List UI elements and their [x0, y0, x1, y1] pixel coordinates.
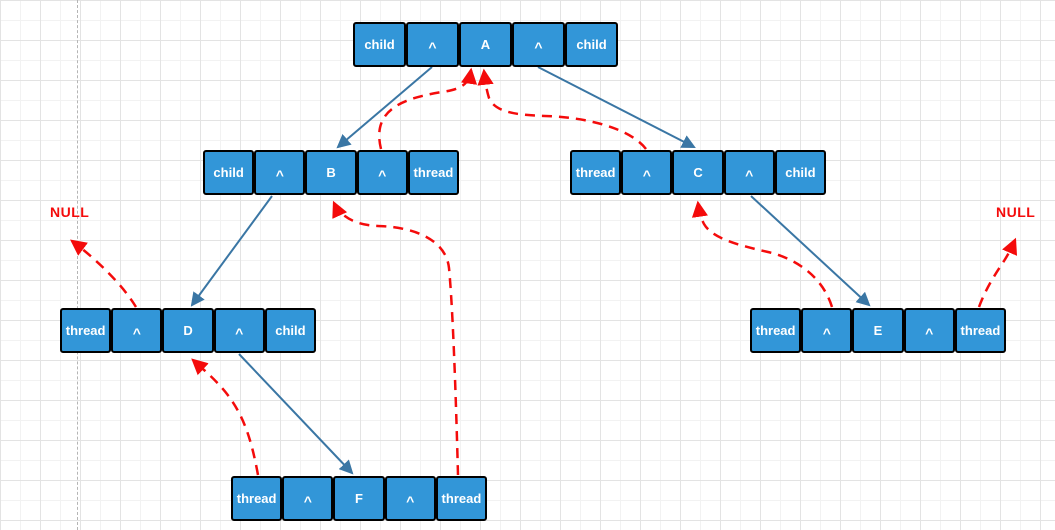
- tree-node-E[interactable]: thread ^ E ^ thread: [750, 308, 1007, 353]
- node-D-cell-1-label: ^: [132, 324, 141, 341]
- tree-node-B[interactable]: child ^ B ^ thread: [203, 150, 460, 195]
- tree-node-A[interactable]: child ^ A ^ child: [353, 22, 618, 67]
- node-D-cell-0: thread: [60, 308, 112, 353]
- edge-E-right-thread-to-NULL-right: [977, 237, 1018, 308]
- node-A-cell-2-label: A: [480, 37, 491, 52]
- node-E-cell-4: thread: [954, 308, 1007, 353]
- node-C-cell-3-label: ^: [745, 166, 754, 183]
- node-B-cell-4: thread: [407, 150, 460, 195]
- node-F-cell-2-label: F: [355, 491, 363, 506]
- node-D-cell-1: ^: [111, 308, 163, 353]
- node-A-cell-3: ^: [512, 22, 565, 67]
- node-D-cell-2: D: [162, 308, 214, 353]
- edge-B-left-child-to-D: [190, 195, 273, 307]
- edge-C-right-child-to-E: [750, 195, 871, 307]
- node-E-cell-0-label: thread: [755, 323, 796, 338]
- node-B-cell-4-label: thread: [413, 165, 454, 180]
- node-B-cell-3: ^: [356, 150, 408, 195]
- null-label-right: NULL: [996, 204, 1036, 220]
- node-F-cell-1: ^: [282, 476, 334, 521]
- node-B-cell-0: child: [203, 150, 255, 195]
- node-A-cell-4-label: child: [576, 37, 607, 52]
- node-A-cell-0-label: child: [364, 37, 395, 52]
- node-C-cell-2-label: C: [693, 165, 703, 180]
- node-A-cell-3-label: ^: [534, 38, 543, 55]
- node-A-cell-1: ^: [406, 22, 459, 67]
- node-A-cell-2: A: [459, 22, 512, 67]
- edge-B-right-thread-to-A: [378, 67, 478, 150]
- node-D-cell-3: ^: [213, 308, 265, 353]
- node-E-cell-3: ^: [903, 308, 955, 353]
- edge-F-right-thread-to-B: [332, 200, 460, 476]
- edge-D-right-child-to-F: [238, 353, 354, 475]
- node-E-cell-0: thread: [750, 308, 802, 353]
- node-B-cell-1: ^: [254, 150, 306, 195]
- edge-A-right-child-to-C: [537, 66, 696, 148]
- node-A-cell-1-label: ^: [428, 38, 437, 55]
- edge-A-left-child-to-B: [336, 66, 433, 149]
- node-B-cell-2-label: B: [326, 165, 336, 180]
- node-F-cell-3: ^: [384, 476, 436, 521]
- node-C-cell-0: thread: [570, 150, 622, 195]
- node-E-cell-1: ^: [801, 308, 853, 353]
- tree-node-F[interactable]: thread ^ F ^ thread: [231, 476, 488, 521]
- edge-C-left-thread-to-A: [477, 68, 647, 150]
- node-F-cell-1-label: ^: [303, 492, 312, 509]
- node-E-cell-2-label: E: [873, 323, 883, 338]
- node-F-cell-4: thread: [435, 476, 488, 521]
- node-F-cell-0-label: thread: [236, 491, 277, 506]
- node-C-cell-0-label: thread: [575, 165, 616, 180]
- page-boundary-line: [77, 0, 78, 530]
- edge-F-left-thread-to-D: [191, 358, 260, 476]
- node-D-cell-2-label: D: [183, 323, 193, 338]
- node-A-cell-4: child: [565, 22, 618, 67]
- node-E-cell-3-label: ^: [925, 324, 934, 341]
- node-C-cell-1: ^: [621, 150, 673, 195]
- node-F-cell-4-label: thread: [441, 491, 482, 506]
- null-label-left: NULL: [50, 204, 90, 220]
- tree-node-C[interactable]: thread ^ C ^ child: [570, 150, 827, 195]
- node-E-cell-1-label: ^: [822, 324, 831, 341]
- tree-node-D[interactable]: thread ^ D ^ child: [60, 308, 317, 353]
- edge-D-left-thread-to-NULL-left: [70, 239, 138, 308]
- node-B-cell-3-label: ^: [378, 166, 387, 183]
- node-B-cell-0-label: child: [213, 165, 244, 180]
- node-F-cell-0: thread: [231, 476, 283, 521]
- edge-E-left-thread-to-C: [691, 200, 834, 308]
- node-B-cell-1-label: ^: [275, 166, 284, 183]
- node-C-cell-1-label: ^: [642, 166, 651, 183]
- node-A-cell-0: child: [353, 22, 406, 67]
- node-C-cell-4: child: [774, 150, 827, 195]
- node-D-cell-3-label: ^: [235, 324, 244, 341]
- node-B-cell-2: B: [305, 150, 357, 195]
- node-D-cell-4-label: child: [275, 323, 306, 338]
- node-F-cell-2: F: [333, 476, 385, 521]
- node-D-cell-0-label: thread: [65, 323, 106, 338]
- node-C-cell-2: C: [672, 150, 724, 195]
- node-F-cell-3-label: ^: [406, 492, 415, 509]
- node-E-cell-4-label: thread: [960, 323, 1001, 338]
- node-C-cell-3: ^: [723, 150, 775, 195]
- node-E-cell-2: E: [852, 308, 904, 353]
- node-D-cell-4: child: [264, 308, 317, 353]
- node-C-cell-4-label: child: [785, 165, 816, 180]
